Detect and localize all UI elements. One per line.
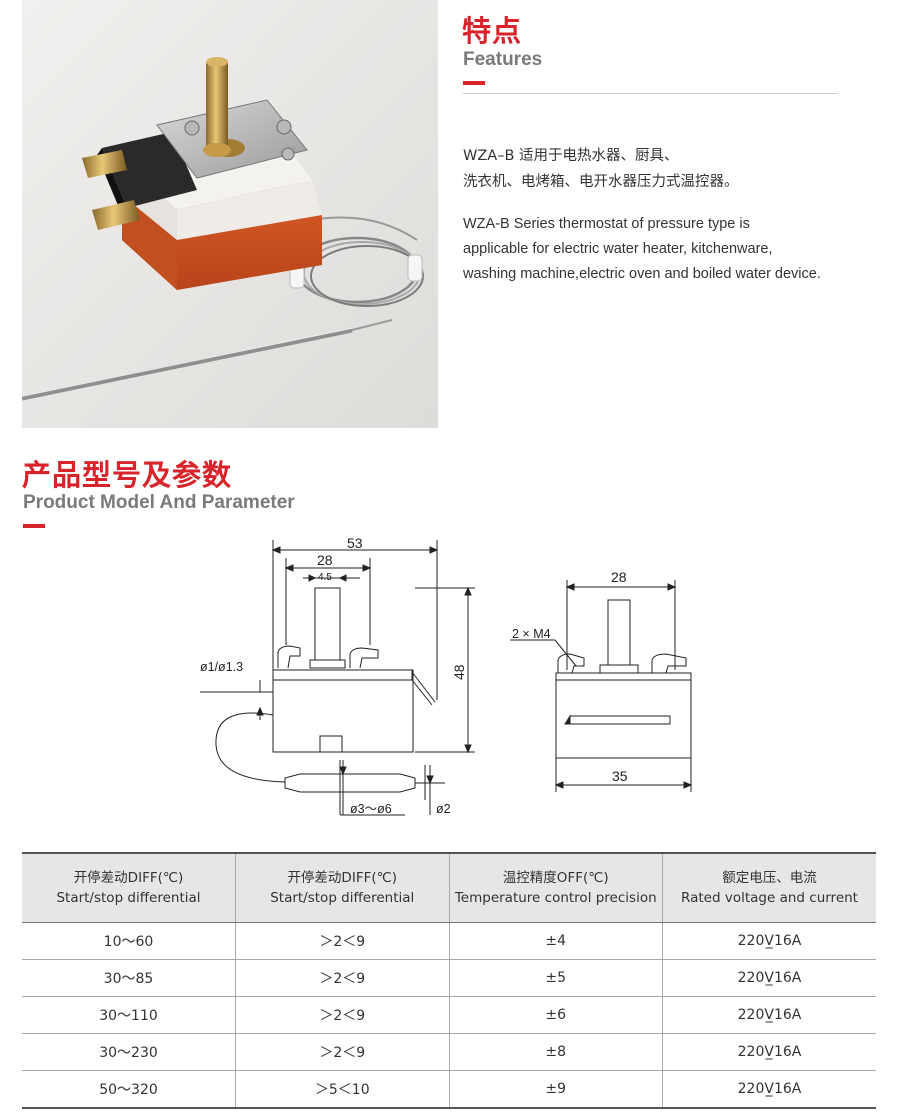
table-row: 30～85 ＞2＜9 ±5 220V̲16A (22, 959, 876, 997)
dim-4-5: 4.5 (318, 572, 332, 583)
params-accent-bar (23, 524, 45, 528)
features-divider (463, 93, 837, 94)
header-en: Start/stop differential (56, 890, 201, 906)
header-cn: 开停差动DIFF(℃) (73, 870, 184, 886)
table-header-row: 开停差动DIFF(℃) Start/stop differential 开停差动D… (22, 852, 876, 923)
table-cell: ±6 (448, 996, 663, 1034)
table-cell: 220V̲16A (662, 1070, 876, 1109)
dim-bulb: ø3～ø6 (350, 802, 392, 816)
table-cell: 220V̲16A (662, 922, 876, 960)
table-row: 30～110 ＞2＜9 ±6 220V̲16A (22, 996, 876, 1034)
table-cell: ＞2＜9 (235, 922, 449, 960)
features-accent-bar (463, 81, 485, 85)
features-desc-en-line2: applicable for electric water heater, ki… (463, 241, 773, 257)
header-cn: 额定电压、电流 (722, 870, 817, 886)
table-cell: 10～60 (22, 922, 236, 960)
dim-35: 35 (612, 768, 628, 784)
table-cell: ＞2＜9 (235, 996, 449, 1034)
table-header-cell: 开停差动DIFF(℃) Start/stop differential (22, 852, 236, 923)
header-cn: 开停差动DIFF(℃) (287, 870, 398, 886)
header-cn: 温控精度OFF(℃) (502, 870, 609, 886)
table-cell: 30～230 (22, 1033, 236, 1071)
features-desc-cn-line2: 洗衣机、电烤箱、电开水器压力式温控器。 (463, 174, 739, 190)
header-en: Rated voltage and current (681, 890, 858, 906)
features-desc-en-line1: WZA-B Series thermostat of pressure type… (463, 216, 750, 232)
table-row: 10～60 ＞2＜9 ±4 220V̲16A (22, 922, 876, 960)
product-photo (22, 0, 438, 428)
table-cell: ±5 (448, 959, 663, 997)
table-cell: 220V̲16A (662, 996, 876, 1034)
features-title-en: Features (463, 49, 543, 70)
parameter-table: 开停差动DIFF(℃) Start/stop differential 开停差动D… (22, 852, 876, 1109)
table-cell: 30～110 (22, 996, 236, 1034)
table-cell: ＞2＜9 (235, 1033, 449, 1071)
features-desc-cn-line1: WZA–B 适用于电热水器、厨具、 (463, 148, 679, 164)
header-en: Start/stop differential (270, 890, 415, 906)
table-cell: 50～320 (22, 1070, 236, 1109)
table-header-cell: 开停差动DIFF(℃) Start/stop differential (235, 852, 449, 923)
features-title-cn: 特点 (462, 14, 523, 48)
params-title-en: Product Model And Parameter (23, 492, 295, 513)
dim-tube: ø2 (436, 802, 451, 816)
table-cell: 30～85 (22, 959, 236, 997)
dim-53: 53 (347, 535, 363, 551)
table-cell: 220V̲16A (662, 959, 876, 997)
table-header-cell: 额定电压、电流 Rated voltage and current (662, 852, 876, 923)
table-cell: ±8 (448, 1033, 663, 1071)
table-cell: ±4 (448, 922, 663, 960)
dim-28-front: 28 (317, 552, 333, 568)
table-header-cell: 温控精度OFF(℃) Temperature control precision (448, 852, 663, 923)
header-en: Temperature control precision (454, 890, 657, 906)
table-row: 50～320 ＞5＜10 ±9 220V̲16A (22, 1070, 876, 1109)
features-desc-en: WZA-B Series thermostat of pressure type… (463, 212, 863, 287)
dim-m4: 2 × M4 (512, 627, 551, 641)
dim-28-side: 28 (611, 569, 627, 585)
technical-drawing: 53 28 4.5 48 ø1/ø1.3 ø3～ø6 ø2 28 2 × M4 … (200, 535, 693, 816)
table-row: 30～230 ＞2＜9 ±8 220V̲16A (22, 1033, 876, 1071)
params-title-cn: 产品型号及参数 (22, 458, 233, 492)
dim-48: 48 (451, 664, 467, 680)
features-desc-en-line3: washing machine,electric oven and boiled… (463, 266, 821, 282)
table-cell: ±9 (448, 1070, 663, 1109)
table-cell: ＞5＜10 (235, 1070, 449, 1109)
table-cell: 220V̲16A (662, 1033, 876, 1071)
dim-wire: ø1/ø1.3 (200, 660, 243, 674)
table-cell: ＞2＜9 (235, 959, 449, 997)
